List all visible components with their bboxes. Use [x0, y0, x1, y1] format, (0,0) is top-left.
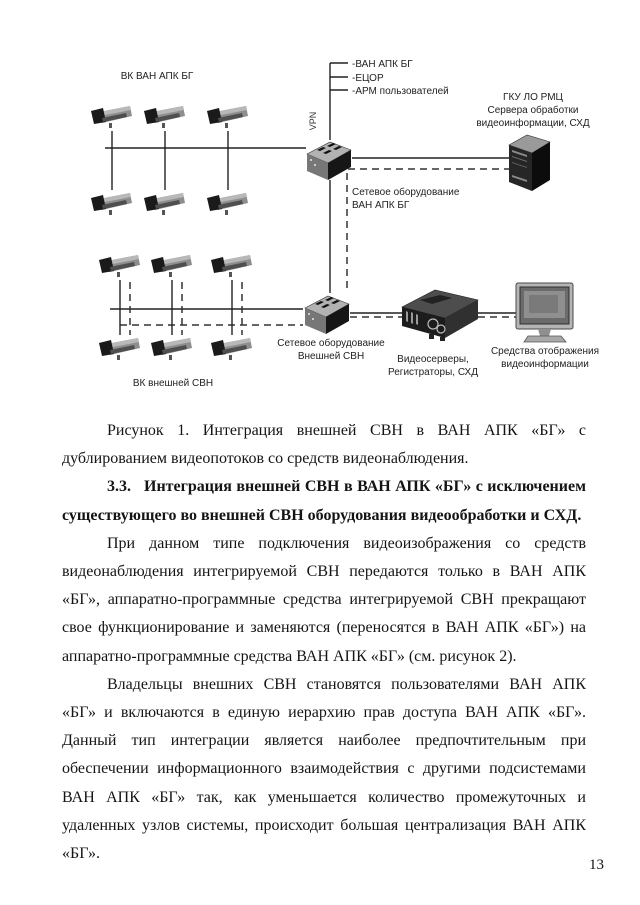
label-videoservers-1: Видеосерверы,	[397, 354, 469, 365]
label-display-1: Средства отображения	[491, 345, 599, 357]
label-net-van-1: Сетевое оборудование	[352, 186, 460, 198]
label-vk-ext: ВК внешней СВН	[133, 378, 213, 389]
cctv-camera-icon	[91, 193, 132, 215]
label-net-ext-1: Сетевое оборудование	[277, 337, 385, 349]
cctv-camera-icon	[144, 106, 185, 128]
label-net-ext-2: Внешней СВН	[298, 351, 364, 362]
label-branch-ecor: -ЕЦОР	[352, 73, 384, 84]
cctv-camera-icon	[207, 193, 248, 215]
cctv-camera-icon	[211, 338, 252, 360]
network-switch-icon	[306, 141, 352, 181]
cctv-camera-icon	[99, 255, 140, 277]
body-text: Рисунок 1. Интеграция внешней СВН в ВАН …	[62, 417, 586, 868]
section-number: 3.3.	[107, 478, 131, 496]
paragraph: Владельцы внешних СВН становятся пользов…	[62, 675, 586, 863]
paragraph: При данном типе подключения видеоизображ…	[62, 534, 586, 665]
label-vk-van: ВК ВАН АПК БГ	[121, 71, 194, 82]
label-videoservers-2: Регистраторы, СХД	[388, 367, 478, 378]
cctv-camera-icon	[207, 106, 248, 128]
server-tower-icon	[508, 134, 551, 192]
scan-speck	[491, 828, 493, 830]
monitor-icon	[515, 282, 574, 343]
label-display-2: видеоинформации	[501, 358, 589, 370]
cctv-camera-icon	[211, 255, 252, 277]
section-heading: 3.3.Интеграция внешней СВН в ВАН АПК «БГ…	[62, 473, 586, 529]
label-gku-2: Сервера обработки	[487, 104, 578, 116]
trunk-line	[329, 62, 348, 140]
cctv-camera-icon	[99, 338, 140, 360]
label-net-van-2: ВАН АПК БГ	[352, 200, 410, 211]
label-branch-van: -ВАН АПК БГ	[352, 59, 413, 70]
label-branch-arm: -АРМ пользователей	[352, 86, 449, 97]
duplicated-stream-dashed-line	[346, 168, 511, 293]
video-server-icon	[401, 289, 479, 342]
camera-drop-lines-van	[111, 131, 229, 190]
cctv-camera-icon	[151, 338, 192, 360]
page-number: 13	[589, 857, 604, 873]
network-diagram: ВК ВАН АПК БГ -ВАН АПК БГ -ЕЦОР -АРМ пол…	[91, 59, 599, 389]
cctv-camera-icon	[151, 255, 192, 277]
camera-drop-lines-ext	[119, 280, 233, 335]
camera-drop-lines-ext-dashed	[129, 282, 243, 335]
label-gku-3: видеоинформации, СХД	[476, 117, 590, 129]
label-vpn: VPN	[308, 112, 318, 131]
cctv-camera-icon	[91, 106, 132, 128]
label-gku-1: ГКУ ЛО РМЦ	[503, 92, 563, 103]
section-title: Интеграция внешней СВН в ВАН АПК «БГ» с …	[62, 478, 586, 524]
cctv-camera-icon	[144, 193, 185, 215]
figure-caption: Рисунок 1. Интеграция внешней СВН в ВАН …	[62, 422, 586, 468]
network-switch-icon	[304, 295, 350, 335]
